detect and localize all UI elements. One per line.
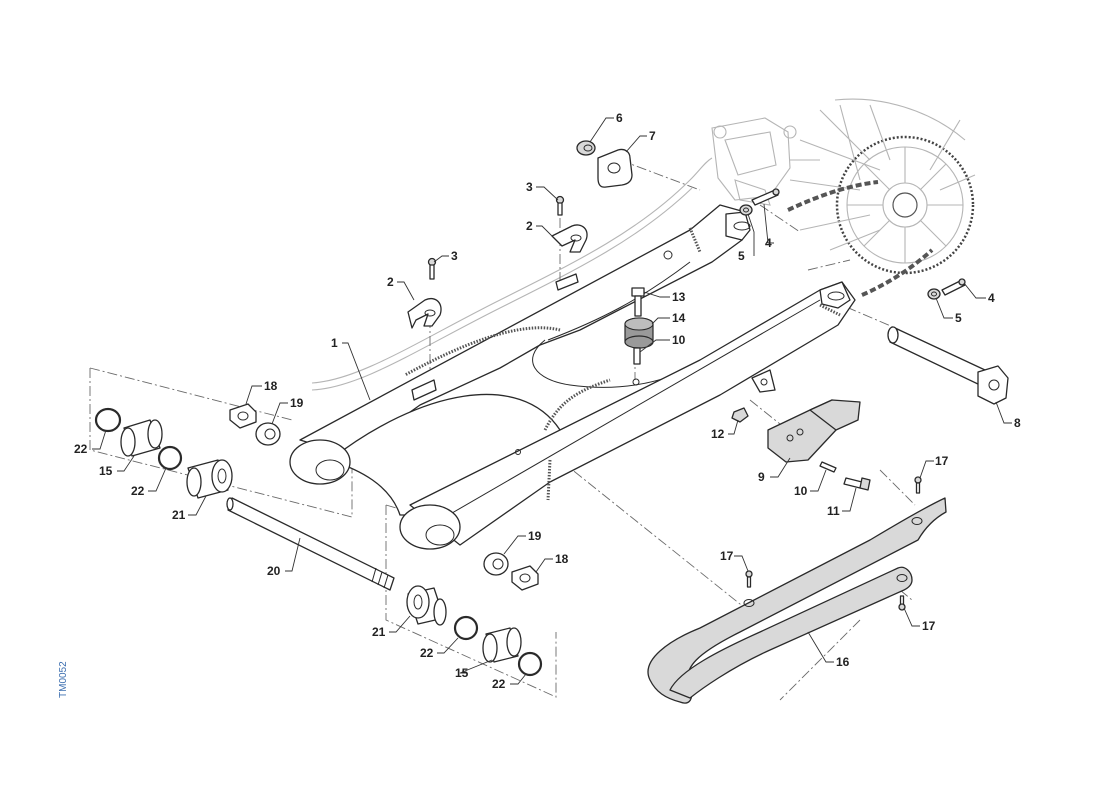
callout-15: 15 <box>455 666 469 680</box>
bearing-right <box>482 627 522 663</box>
callout-11: 11 <box>827 504 840 518</box>
leader-lines <box>92 117 1012 685</box>
rubber-bumper <box>624 317 654 349</box>
callout-4: 4 <box>765 236 772 250</box>
callout-13: 13 <box>672 290 686 304</box>
drawing-reference-code-text: TM0052 <box>58 661 69 698</box>
guide-nut <box>731 407 749 423</box>
callout-17: 17 <box>720 549 734 563</box>
mount-bolt <box>631 287 645 317</box>
callout-2: 2 <box>526 219 533 233</box>
callout-21: 21 <box>372 625 386 639</box>
circlip-inner-right <box>453 615 479 641</box>
callout-10: 10 <box>672 333 686 347</box>
circlip-inner-left <box>157 445 183 471</box>
callout-18: 18 <box>264 379 278 393</box>
callout-17: 17 <box>922 619 936 633</box>
callout-6: 6 <box>616 111 623 125</box>
rear-sprocket-background <box>789 98 976 275</box>
slider-screw-bottom <box>898 595 906 611</box>
brake-hose <box>311 157 713 384</box>
drawing-reference-code: TM0052 <box>56 661 72 702</box>
callout-12: 12 <box>711 427 725 441</box>
callout-2: 2 <box>387 275 394 289</box>
callout-15: 15 <box>99 464 113 478</box>
axle-spacer <box>576 140 596 156</box>
callout-19: 19 <box>528 529 542 543</box>
screw-lower <box>427 257 437 280</box>
callout-9: 9 <box>758 470 765 484</box>
pivot-washer-right <box>483 552 509 576</box>
adjuster-nut-lower <box>927 288 941 300</box>
chain-adjuster-plate <box>597 148 633 188</box>
callout-5: 5 <box>738 249 745 263</box>
rear-wheel-axle <box>887 326 1009 405</box>
pivot-nut-right <box>511 565 539 591</box>
callout-5: 5 <box>955 311 962 325</box>
callout-22: 22 <box>74 442 88 456</box>
callout-22: 22 <box>420 646 434 660</box>
callout-22: 22 <box>492 677 506 691</box>
callout-14: 14 <box>672 311 686 325</box>
adjuster-bolt-lower <box>941 278 966 296</box>
guide-pin <box>819 461 837 473</box>
guide-bolt <box>843 477 871 491</box>
hose-clamp-upper <box>551 224 588 253</box>
callout-3: 3 <box>526 180 533 194</box>
chain-slider <box>647 497 947 704</box>
slider-screw-middle <box>745 570 753 588</box>
callout-20: 20 <box>267 564 281 578</box>
adjuster-nut-upper <box>739 204 753 216</box>
callout-17: 17 <box>935 454 949 468</box>
callout-18: 18 <box>555 552 569 566</box>
callout-labels: 1 2 2 3 3 4 4 5 5 6 7 8 9 10 10 11 12 13… <box>74 111 1021 691</box>
callout-8: 8 <box>1014 416 1021 430</box>
callout-10: 10 <box>794 484 808 498</box>
callout-4: 4 <box>988 291 995 305</box>
brake-hose-edge <box>311 187 693 391</box>
pivot-shaft <box>226 497 395 591</box>
callout-22: 22 <box>131 484 145 498</box>
callout-3: 3 <box>451 249 458 263</box>
hose-clamp-lower <box>407 298 442 329</box>
circlip-outer-right <box>517 651 543 677</box>
pivot-bushing-right <box>406 585 447 626</box>
pivot-bushing-left <box>186 459 233 499</box>
chain-guide-block <box>767 399 861 463</box>
callout-7: 7 <box>649 129 656 143</box>
slider-screw-top <box>914 476 922 494</box>
callout-21: 21 <box>172 508 186 522</box>
callout-1: 1 <box>331 336 338 350</box>
adjuster-bolt-upper <box>751 188 780 206</box>
screw-upper <box>555 195 565 216</box>
circlip-outer-left <box>94 407 122 433</box>
callout-16: 16 <box>836 655 850 669</box>
pivot-washer-left <box>255 422 281 446</box>
bearing-left <box>120 419 163 457</box>
dowel-pin-upper <box>633 347 641 365</box>
swingarm <box>289 204 856 550</box>
brake-caliper-background <box>711 117 820 206</box>
pivot-nut-left <box>229 403 257 429</box>
drive-chain-segment <box>787 180 934 297</box>
callout-19: 19 <box>290 396 304 410</box>
